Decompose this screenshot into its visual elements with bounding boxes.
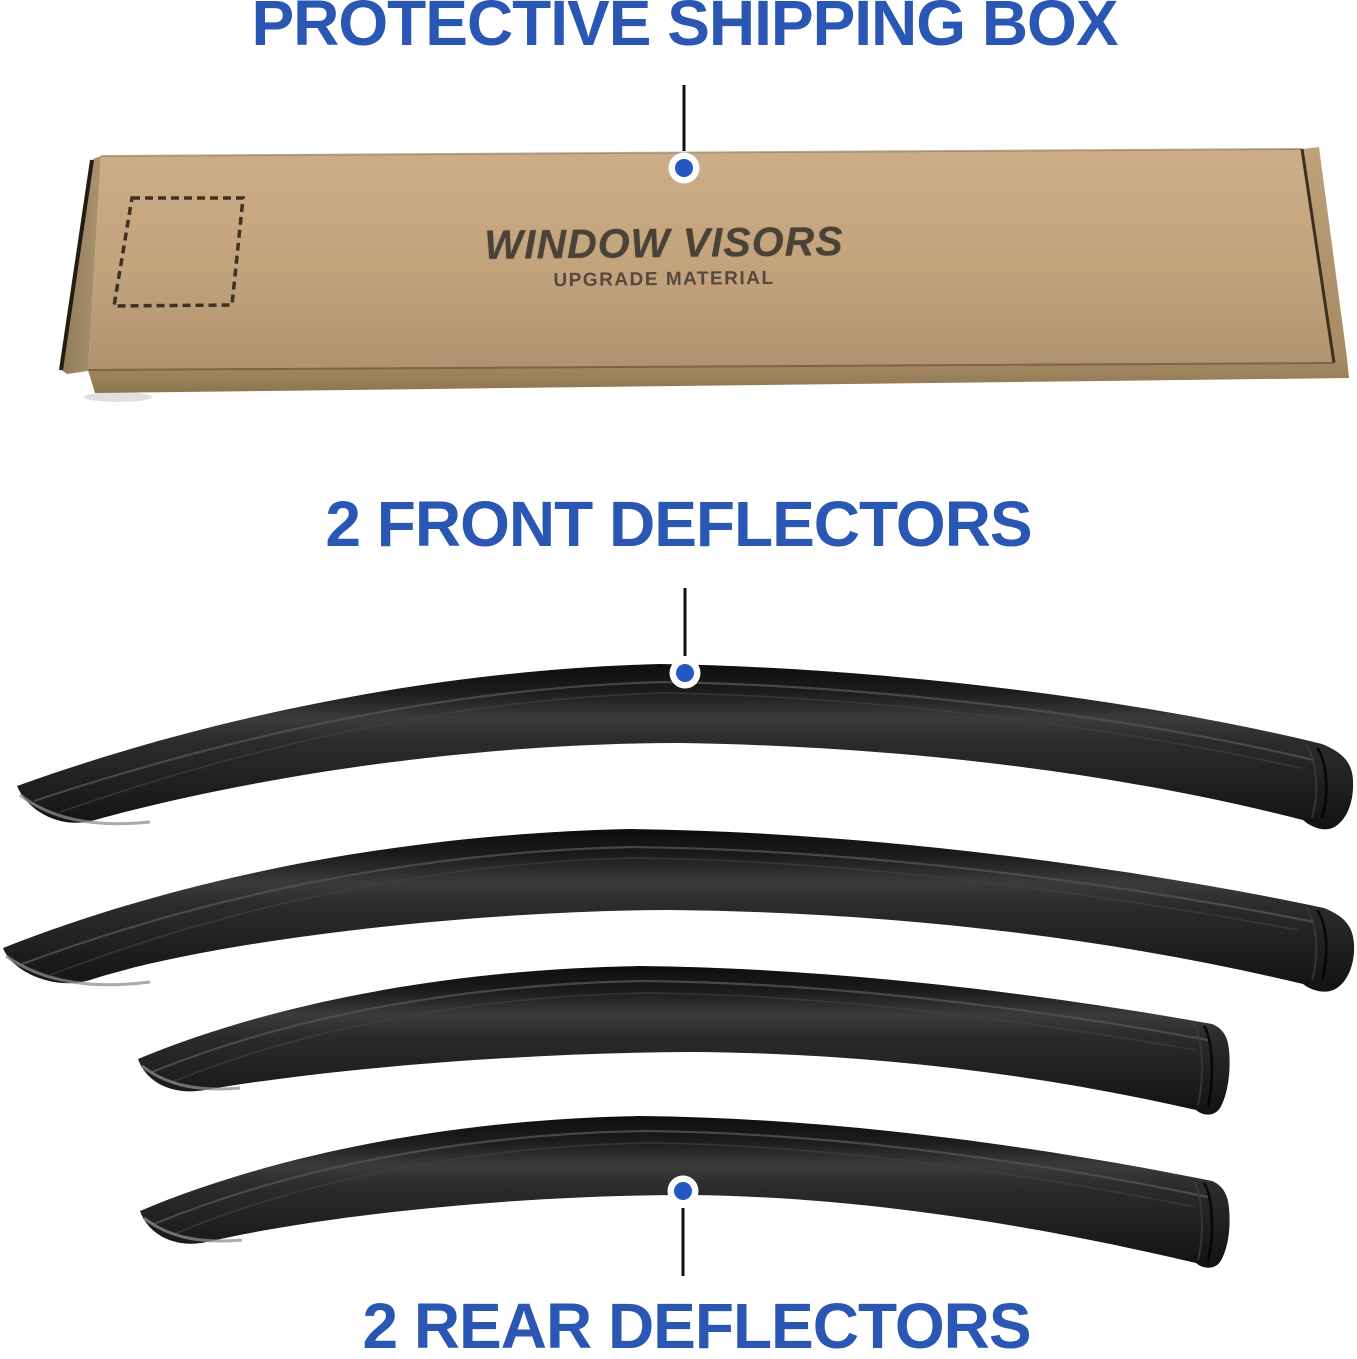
box-print-title: WINDOW VISORS [483, 218, 844, 268]
rear-deflector-2-ridge2 [173, 1142, 1196, 1235]
front-deflector-2 [3, 829, 1355, 992]
front-deflector-2-body [3, 829, 1355, 992]
rear-deflector-2-tip-sheen [143, 1216, 243, 1243]
rear-deflector-1-endcap [1202, 1025, 1214, 1107]
front-deflector-1-body [17, 664, 1354, 830]
rear-deflector-2-endcap-light [1193, 1180, 1203, 1261]
front-deflector-1-ridge [33, 680, 1315, 803]
front-deflector-1-endcap-light [1305, 744, 1318, 819]
front-deflector-2-tip-sheen [5, 954, 151, 987]
rear-deflector-1-body [138, 966, 1230, 1115]
front-deflector-2-endcap [1315, 909, 1328, 981]
box-print-subtitle: UPGRADE MATERIAL [552, 267, 775, 292]
front-deflector-2-endcap-light [1305, 906, 1318, 981]
box-shadow [84, 392, 152, 402]
box-top-face [88, 149, 1334, 370]
box-top-edge-line [100, 148, 1303, 157]
shipping-box [59, 147, 1349, 402]
callout-connector-box [668, 85, 700, 184]
rear-deflector-1-tip-sheen [141, 1064, 241, 1091]
callout-dot-box [675, 159, 693, 177]
callout-connector-rear [667, 1175, 699, 1276]
box-left-edge [59, 159, 94, 371]
front-deflector-1-tip-sheen [19, 793, 151, 826]
rear-deflector-1-ridge [151, 979, 1209, 1074]
box-bottom-strip [88, 358, 1349, 393]
callout-label-rear-deflectors: 2 REAR DEFLECTORS [362, 1290, 1031, 1359]
box-right-flap [1302, 147, 1347, 363]
front-deflector-2-ridge2 [49, 857, 1299, 976]
rear-deflector-1-ridge2 [171, 992, 1196, 1083]
callout-connector-front [669, 588, 701, 689]
callout-label-shipping-box: PROTECTIVE SHIPPING BOX [251, 0, 1118, 59]
front-deflector-1 [17, 664, 1354, 830]
front-deflector-1-endcap [1315, 747, 1328, 819]
rear-deflector-1 [138, 966, 1230, 1115]
rear-deflector-2-endcap [1202, 1182, 1214, 1262]
rear-deflector-1-endcap-light [1193, 1023, 1203, 1106]
box-bottom-crease [87, 362, 1335, 371]
callout-label-front-deflectors: 2 FRONT DEFLECTORS [325, 488, 1032, 560]
callout-dot-rear [674, 1182, 692, 1200]
callout-dot-front [676, 664, 694, 682]
front-deflector-1-ridge2 [59, 692, 1301, 813]
box-right-crease [1300, 148, 1336, 364]
front-deflector-2-ridge [21, 845, 1315, 966]
rear-deflector-2-ridge [153, 1129, 1209, 1226]
